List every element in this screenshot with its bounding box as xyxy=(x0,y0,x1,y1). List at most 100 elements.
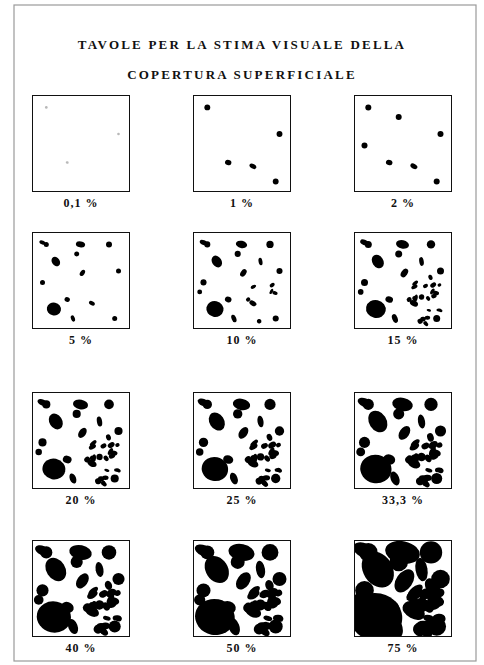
coverage-blob xyxy=(423,321,428,325)
coverage-blob xyxy=(358,289,364,295)
blob-pattern xyxy=(33,393,128,488)
percent-label: 0,1 % xyxy=(22,196,140,211)
coverage-blob xyxy=(74,251,79,256)
coverage-blob xyxy=(224,159,232,166)
coverage-blob xyxy=(100,443,108,450)
coverage-blob xyxy=(72,398,89,411)
coverage-blob xyxy=(266,433,274,442)
coverage-blob xyxy=(277,131,283,137)
coverage-blob xyxy=(236,425,250,440)
coverage-blob xyxy=(427,240,435,248)
percent-label: 10 % xyxy=(183,333,301,348)
coverage-blob xyxy=(112,615,121,621)
coverage-blob xyxy=(266,241,273,248)
percent-label: 50 % xyxy=(183,641,301,656)
coverage-blob xyxy=(274,589,284,598)
coverage-blob xyxy=(247,584,262,598)
coverage-blob xyxy=(46,301,62,316)
coverage-blob xyxy=(104,580,114,591)
coverage-blob xyxy=(235,251,241,257)
blob-pattern xyxy=(194,541,289,636)
coverage-blob xyxy=(45,106,48,109)
coverage-blob xyxy=(247,600,260,614)
coverage-blob xyxy=(96,454,103,461)
coverage-blob xyxy=(271,474,280,483)
coverage-blob xyxy=(417,586,434,602)
coverage-blob xyxy=(112,573,124,585)
coverage-blob xyxy=(358,452,394,486)
coverage-blob xyxy=(355,588,407,636)
coverage-blob xyxy=(249,162,258,170)
coverage-panel: 0,1 % xyxy=(32,95,130,215)
coverage-blob xyxy=(272,291,278,296)
coverage-blob xyxy=(102,615,111,621)
coverage-blob xyxy=(274,468,281,472)
coverage-blob xyxy=(89,455,97,463)
coverage-blob xyxy=(232,397,251,411)
coverage-blob xyxy=(224,296,232,303)
coverage-blob xyxy=(395,250,402,257)
blob-pattern xyxy=(194,96,289,191)
blob-pattern xyxy=(355,541,450,636)
coverage-blob xyxy=(269,282,276,288)
coverage-blob xyxy=(73,410,81,418)
coverage-blob xyxy=(96,416,103,427)
coverage-blob xyxy=(399,267,410,278)
blob-pattern xyxy=(33,96,128,191)
coverage-blob xyxy=(226,616,243,636)
sample-square xyxy=(32,232,130,329)
coverage-blob xyxy=(419,625,432,636)
coverage-blob xyxy=(264,468,271,473)
coverage-blob xyxy=(429,281,437,288)
coverage-blob xyxy=(199,239,208,246)
coverage-blob xyxy=(422,283,428,289)
coverage-blob xyxy=(428,274,434,280)
coverage-blob xyxy=(276,268,282,274)
coverage-blob xyxy=(272,572,286,586)
coverage-blob xyxy=(36,584,48,596)
coverage-blob xyxy=(104,468,110,472)
coverage-blob xyxy=(117,133,120,136)
coverage-blob xyxy=(409,438,421,449)
coverage-blob xyxy=(426,308,431,312)
coverage-blob xyxy=(194,542,214,559)
coverage-blob xyxy=(421,479,429,486)
coverage-blob xyxy=(411,280,418,287)
coverage-blob xyxy=(411,295,418,302)
coverage-blob xyxy=(259,626,269,635)
coverage-blob xyxy=(102,545,117,560)
coverage-blob xyxy=(79,269,87,277)
coverage-blob xyxy=(420,598,436,615)
coverage-blob xyxy=(263,454,271,462)
coverage-blob xyxy=(87,585,100,597)
coverage-blob xyxy=(209,254,224,270)
sample-square xyxy=(193,95,291,192)
coverage-blob xyxy=(107,441,116,449)
coverage-blob xyxy=(35,449,42,456)
coverage-blob xyxy=(112,316,117,321)
coverage-blob xyxy=(64,297,71,303)
coverage-blob xyxy=(267,440,277,450)
coverage-blob xyxy=(233,409,242,418)
coverage-panel: 75 % xyxy=(354,540,452,660)
coverage-blob xyxy=(114,427,122,435)
coverage-blob xyxy=(275,442,281,448)
coverage-blob xyxy=(395,239,410,250)
coverage-blob xyxy=(68,472,78,484)
coverage-panel: 50 % xyxy=(193,540,291,660)
coverage-blob xyxy=(364,298,387,320)
coverage-blob xyxy=(75,241,85,249)
coverage-blob xyxy=(62,455,73,465)
coverage-panel: 20 % xyxy=(32,392,130,512)
coverage-blob xyxy=(355,541,378,562)
coverage-panel: 10 % xyxy=(193,232,291,352)
coverage-blob xyxy=(437,268,444,275)
coverage-blob xyxy=(261,600,273,613)
coverage-panel: 1 % xyxy=(193,95,291,215)
coverage-blob xyxy=(423,453,433,463)
coverage-blob xyxy=(105,434,112,442)
percent-label: 5 % xyxy=(22,333,140,348)
coverage-blob xyxy=(239,268,248,278)
coverage-blob xyxy=(423,474,432,481)
coverage-blob xyxy=(197,397,211,408)
